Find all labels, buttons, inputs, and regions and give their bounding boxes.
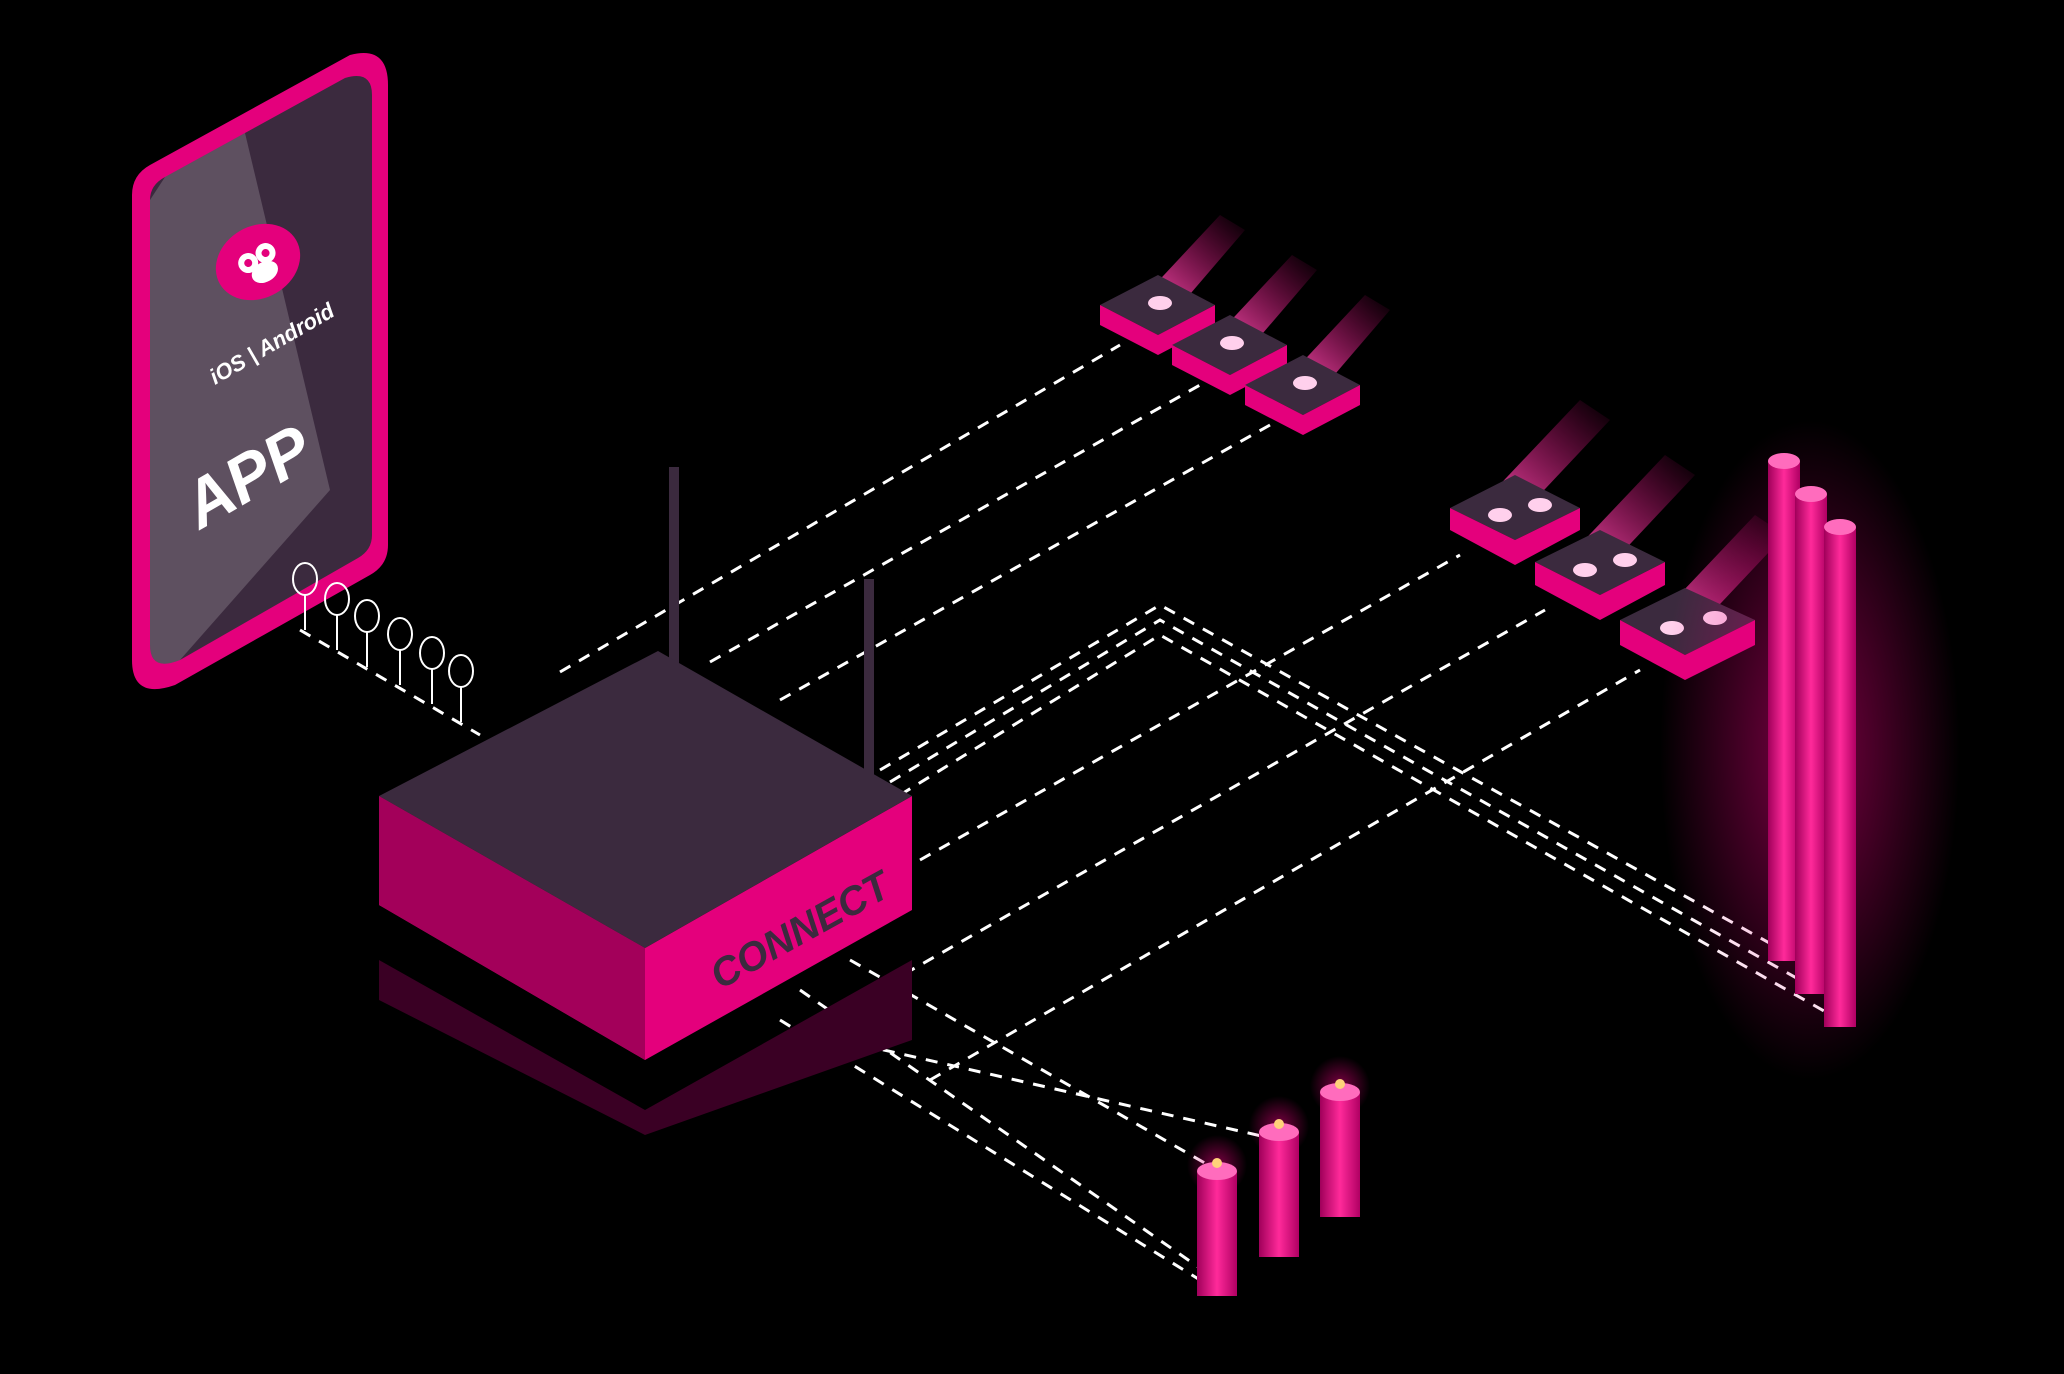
antenna <box>669 467 679 677</box>
wifi-icon <box>354 599 380 667</box>
wifi-icon <box>387 617 413 685</box>
connection-lines <box>299 343 1841 1282</box>
connect-router: CONNECT <box>379 467 912 1135</box>
light-pod <box>1535 455 1695 620</box>
light-tubes <box>1660 420 1960 1080</box>
candles <box>1187 1056 1370 1296</box>
candle <box>1310 1056 1370 1217</box>
candle <box>1187 1135 1247 1296</box>
light-tube <box>1824 519 1856 1027</box>
wifi-icon <box>448 654 474 722</box>
light-pod <box>1172 255 1317 395</box>
monkey-logo-icon <box>215 223 301 301</box>
light-tube <box>1795 486 1827 994</box>
light-pod <box>1100 215 1245 355</box>
wifi-icon <box>292 562 318 630</box>
antenna <box>864 579 874 779</box>
wifi-icon <box>324 582 350 650</box>
phone: iOS | Android APP <box>132 53 474 722</box>
light-pod <box>1245 295 1390 435</box>
wifi-icon <box>419 636 445 704</box>
wifi-icons <box>292 562 474 722</box>
light-pods-top <box>1100 215 1390 435</box>
light-pod <box>1450 400 1610 565</box>
candle <box>1249 1096 1309 1257</box>
light-tube <box>1768 453 1800 961</box>
